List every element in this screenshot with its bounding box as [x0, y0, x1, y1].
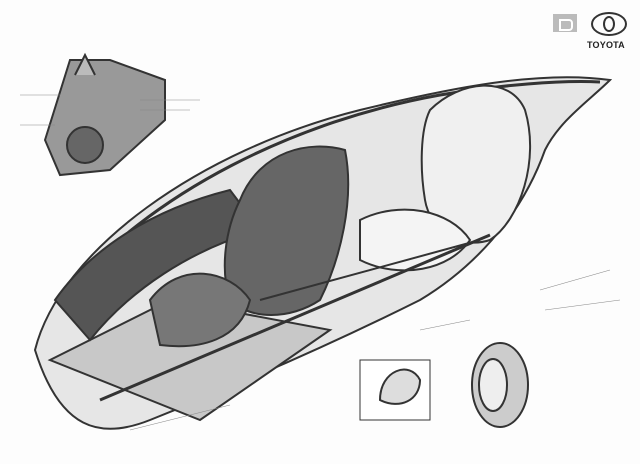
rear-seat [420, 84, 532, 244]
canopy-edge [58, 80, 601, 301]
front-seat [223, 145, 350, 316]
design-badge-icon [553, 14, 577, 32]
console-detail [43, 59, 166, 177]
toyota-emblem-icon [591, 12, 627, 36]
floor-panel [47, 298, 333, 422]
brand-name: TOYOTA [587, 40, 625, 50]
seat-rail [99, 233, 491, 402]
brand-logos: TOYOTA [553, 12, 633, 52]
